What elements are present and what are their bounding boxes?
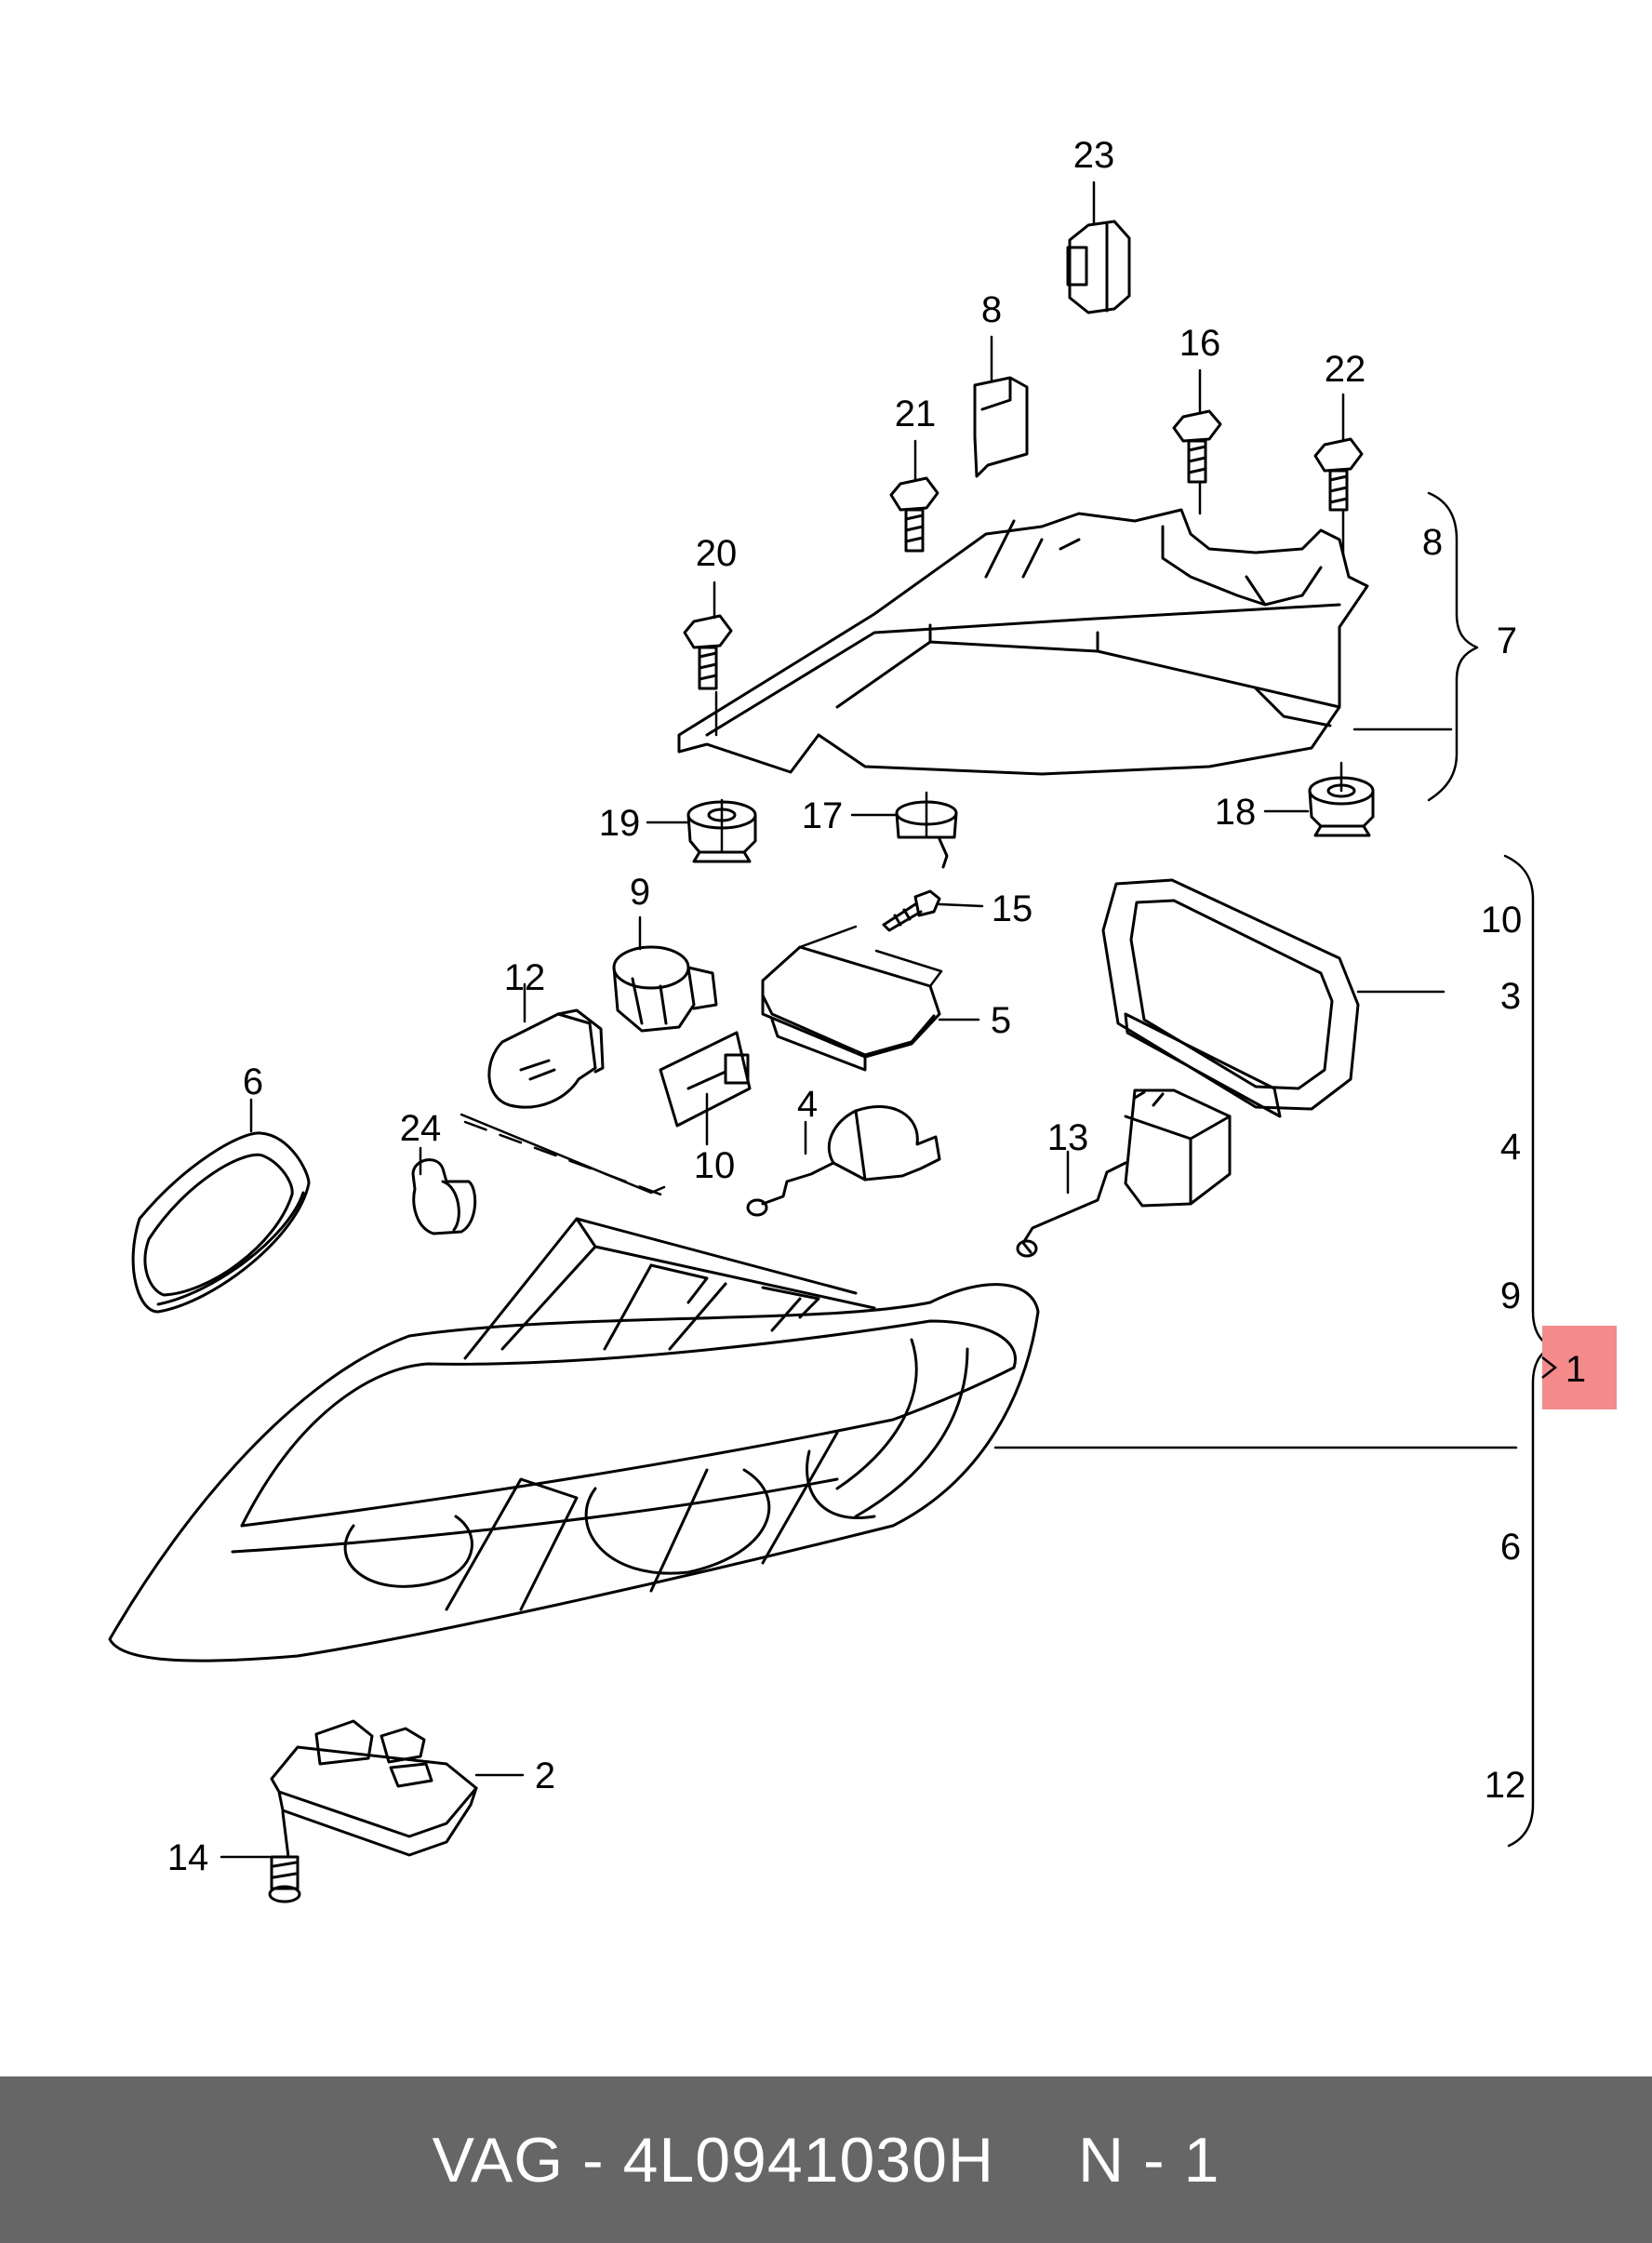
diagram-reference: N - 1 <box>1078 2124 1220 2196</box>
assembly-brackets <box>1427 491 1553 1848</box>
callout-1: 1 <box>1565 1349 1586 1390</box>
callout-10-mid: 10 <box>694 1145 736 1186</box>
callout-6-left: 6 <box>243 1061 263 1102</box>
part-number: VAG - 4L0941030H <box>432 2124 995 2196</box>
callout-16: 16 <box>1179 323 1221 364</box>
callout-10-right: 10 <box>1481 900 1523 941</box>
xenon-bulb-part-13 <box>1016 1088 1232 1258</box>
bolt-part-16 <box>1172 409 1222 484</box>
screw-part-14 <box>268 1810 301 1903</box>
callout-15: 15 <box>992 888 1033 929</box>
callout-8-right: 8 <box>1422 522 1443 563</box>
control-module-part-10 <box>659 1031 752 1128</box>
callout-8-top: 8 <box>981 289 1002 330</box>
callout-17: 17 <box>802 795 844 836</box>
footer-bar: VAG - 4L0941030H N - 1 <box>0 2076 1652 2243</box>
bulb-holder-part-9 <box>612 945 718 1033</box>
callout-12-top: 12 <box>504 957 546 998</box>
callout-7: 7 <box>1497 621 1517 661</box>
cover-part-5 <box>761 945 941 1072</box>
callout-6-right: 6 <box>1500 1527 1521 1568</box>
bolt-part-21 <box>889 476 939 553</box>
callout-20: 20 <box>696 533 738 574</box>
connector-plug-part-23 <box>1066 220 1131 314</box>
callout-18: 18 <box>1215 792 1257 833</box>
clip-part-8 <box>973 376 1029 478</box>
seal-ring-part-6 <box>131 1131 311 1314</box>
bolt-part-20 <box>683 614 733 690</box>
callout-5: 5 <box>991 1000 1011 1041</box>
callout-9-right: 9 <box>1500 1275 1521 1316</box>
screw-part-15 <box>882 889 941 932</box>
callout-23: 23 <box>1073 135 1115 176</box>
exploded-parts-diagram: 23 8 16 22 21 20 8 7 19 17 18 9 15 10 12… <box>108 135 1553 1903</box>
ballast-unit-part-2 <box>270 1719 478 1857</box>
headlamp-assembly-part-1 <box>108 1217 1040 1662</box>
callout-19: 19 <box>599 803 641 844</box>
callout-24: 24 <box>400 1108 442 1149</box>
callout-22: 22 <box>1325 349 1366 390</box>
bolt-part-22 <box>1313 437 1364 512</box>
callout-4-right: 4 <box>1500 1127 1521 1168</box>
callout-labels: 23 8 16 22 21 20 8 7 19 17 18 9 15 10 12… <box>167 135 1526 1878</box>
callout-14: 14 <box>167 1837 209 1878</box>
callout-21: 21 <box>895 394 937 434</box>
mounting-bracket-part-7 <box>677 508 1369 776</box>
callout-13: 13 <box>1047 1117 1089 1158</box>
leader-lines <box>220 180 1518 1859</box>
callout-1-marker: 1 <box>1541 1349 1586 1390</box>
callout-4-mid: 4 <box>797 1084 818 1125</box>
mounting-frame-part-3 <box>1101 878 1360 1118</box>
callout-3: 3 <box>1500 976 1521 1017</box>
signal-bulb-part-12 <box>487 1008 605 1109</box>
callout-2: 2 <box>535 1756 555 1796</box>
callout-12-right: 12 <box>1485 1765 1526 1806</box>
callout-9-top: 9 <box>630 872 650 913</box>
bulb-part-4 <box>746 1105 941 1217</box>
cap-part-24 <box>411 1158 477 1235</box>
